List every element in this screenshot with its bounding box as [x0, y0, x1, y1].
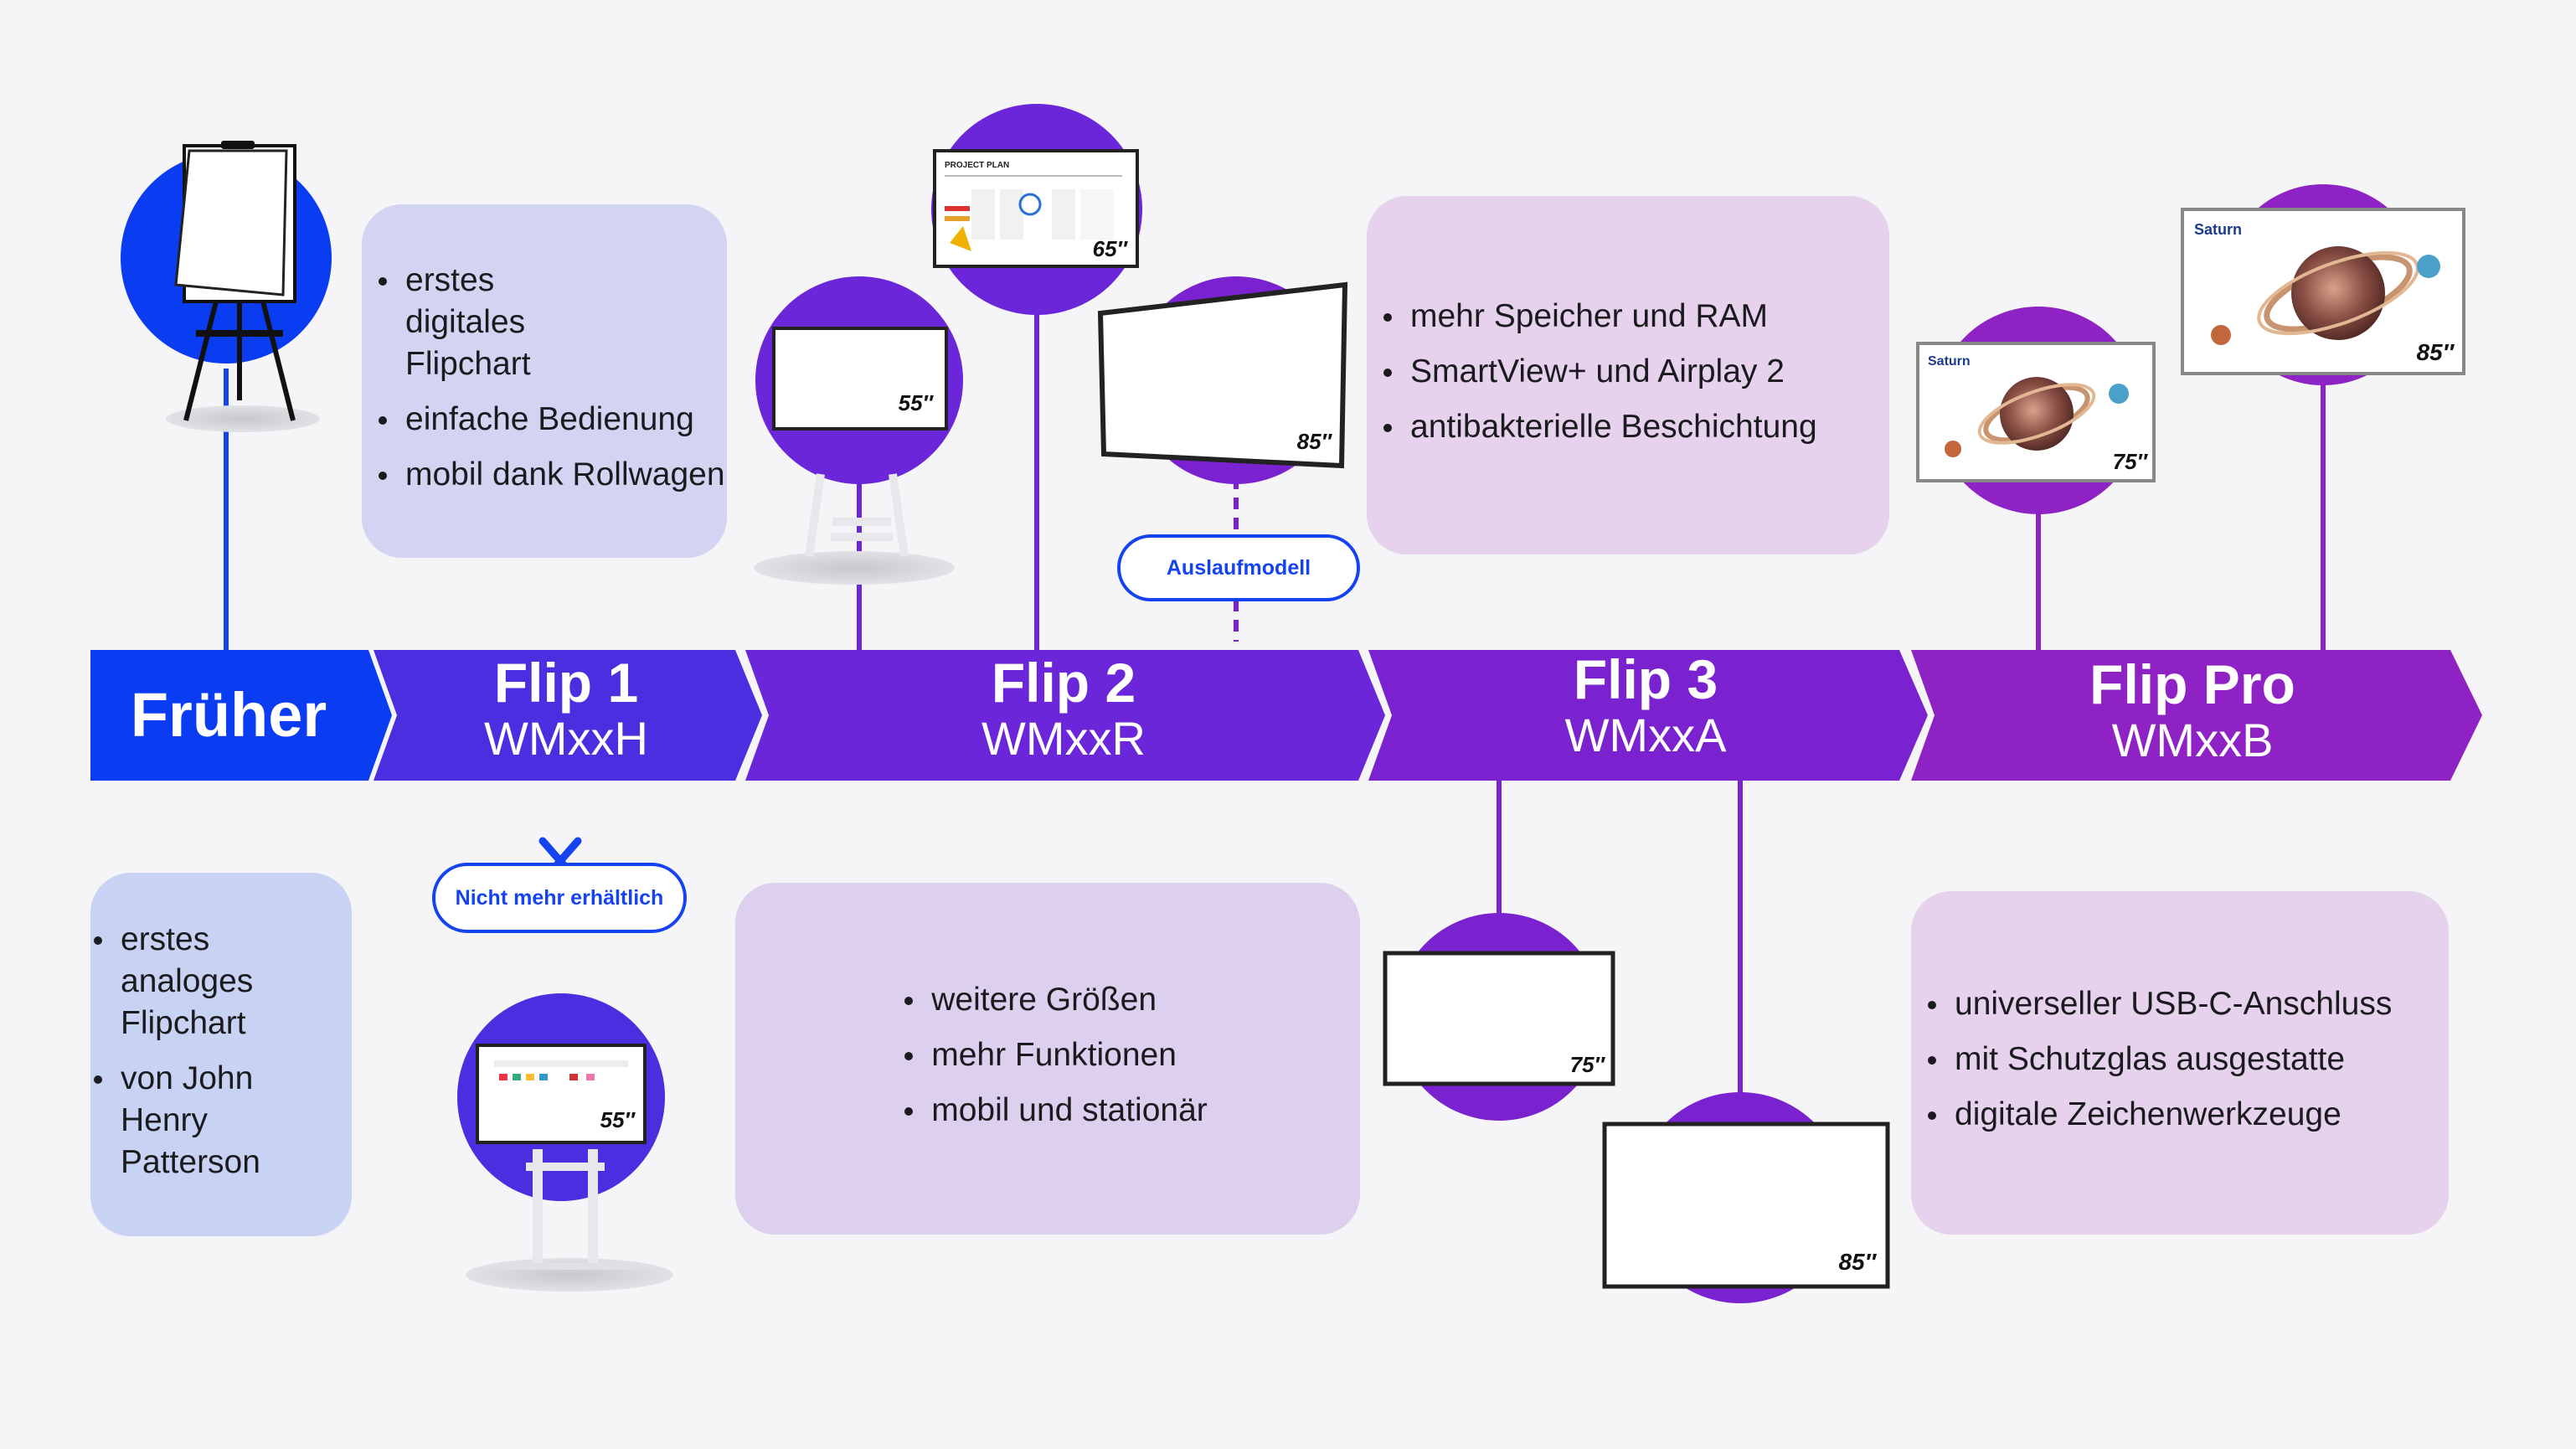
list-item: digitale Zeichenwerkzeuge: [1927, 1094, 2392, 1136]
flip3-display-small: 75″: [1383, 913, 1615, 1121]
flip2-small-size-label: 65″: [1093, 236, 1129, 261]
feature-box-flip3: mehr Speicher und RAM SmartView+ und Air…: [1367, 196, 1889, 554]
flip1-display-bottom: 55″: [457, 993, 673, 1292]
segment-flip2: Flip 2 WMxxR: [769, 653, 1358, 766]
list-item: mobil dank Rollwagen: [379, 454, 725, 496]
list-item: einfache Bedienung: [379, 399, 725, 441]
feature-list-flippro: universeller USB-C-Anschluss mit Schutzg…: [1911, 977, 2392, 1149]
list-item: von John Henry Patterson: [94, 1058, 347, 1183]
display-screen-content: [494, 1060, 628, 1080]
flip1-bottom-size-label: 55″: [600, 1107, 636, 1132]
flippro-display-small: Saturn 75″: [1916, 307, 2156, 514]
stand-icon: [805, 473, 909, 557]
flip2-large-size-label: 85″: [1297, 429, 1333, 454]
segment-flippro-shape: [1911, 650, 2482, 781]
segment-flip1: Flip 1 WMxxH: [397, 653, 735, 766]
flippro-small-size-label: 75″: [2113, 449, 2149, 474]
list-item: mit Schutzglas ausgestatte: [1927, 1039, 2392, 1080]
list-item: universeller USB-C-Anschluss: [1927, 983, 2392, 1025]
segment-flippro-model: WMxxB: [2111, 714, 2274, 766]
display-icon: [1602, 1122, 1890, 1289]
display-icon: [1383, 951, 1615, 1086]
segment-flippro-title: Flip Pro: [2089, 653, 2295, 715]
saturn-image-icon: [2211, 246, 2440, 345]
segment-flip3-model: WMxxA: [1564, 709, 1727, 761]
segment-flip1-shape: [374, 650, 762, 781]
segment-frueher-title: Früher: [130, 680, 327, 750]
segment-flippro: Flip Pro WMxxB: [1935, 655, 2450, 767]
list-item: antibakterielle Beschichtung: [1383, 406, 1817, 448]
feature-box-flippro: universeller USB-C-Anschluss mit Schutzg…: [1911, 891, 2449, 1235]
flip3-display-large: 85″: [1602, 1092, 1890, 1303]
list-item: SmartView+ und Airplay 2: [1383, 351, 1817, 393]
timeline-band: [90, 650, 2482, 781]
flippro-large-screen-title: Saturn: [2194, 221, 2242, 238]
feature-box-frueher: erstes analoges Flipchart von John Henry…: [90, 873, 352, 1236]
segment-flip2-shape: [745, 650, 1385, 781]
list-item: erstes analoges Flipchart: [94, 919, 347, 1044]
flip3-large-size-label: 85″: [1838, 1249, 1877, 1275]
flip2-display-large: 85″: [1097, 276, 1348, 484]
display-icon: [772, 327, 948, 431]
connector-lines: [224, 310, 2326, 1106]
feature-list-flip2: weitere Größen mehr Funktionen mobil und…: [888, 972, 1208, 1145]
segment-flip3: Flip 3 WMxxA: [1392, 650, 1899, 762]
segment-flip3-shape: [1368, 650, 1928, 781]
segment-flip1-title: Flip 1: [493, 652, 639, 714]
flippro-large-size-label: 85″: [2416, 339, 2455, 365]
phase-out-badge-label: Auslaufmodell: [1166, 555, 1311, 580]
project-plan-title: PROJECT PLAN: [945, 161, 1009, 170]
segment-flip1-model: WMxxH: [484, 712, 648, 765]
flip1-top-size-label: 55″: [899, 390, 935, 415]
flip1-display-top: 55″: [754, 276, 963, 585]
list-item: mehr Speicher und RAM: [1383, 296, 1817, 338]
segment-flip2-model: WMxxR: [981, 712, 1146, 765]
discontinued-badge: Nicht mehr erhältlich: [432, 863, 687, 933]
display-icon: [1097, 281, 1348, 469]
project-plan-content: [945, 175, 1122, 251]
list-item: erstes digitales Flipchart: [379, 260, 623, 385]
feature-list-frueher: erstes analoges Flipchart von John Henry…: [90, 912, 347, 1197]
segment-flip3-title: Flip 3: [1573, 648, 1718, 710]
segment-frueher: Früher: [90, 650, 367, 781]
segment-frueher-shape: [90, 650, 392, 781]
list-item: weitere Größen: [904, 979, 1208, 1021]
list-item: mobil und stationär: [904, 1090, 1208, 1132]
flipchart-icon: [121, 141, 332, 432]
list-item: mehr Funktionen: [904, 1034, 1208, 1076]
feature-box-flip2: weitere Größen mehr Funktionen mobil und…: [735, 883, 1360, 1235]
feature-list-flip1: erstes digitales Flipchart einfache Bedi…: [362, 253, 725, 509]
flip2-display-small: PROJECT PLAN 65″: [931, 104, 1142, 315]
saturn-image-icon: [1945, 377, 2129, 457]
flippro-small-screen-title: Saturn: [1928, 354, 1971, 369]
stand-icon: [502, 1149, 636, 1270]
discontinued-badge-label: Nicht mehr erhältlich: [455, 885, 664, 910]
feature-list-flip3: mehr Speicher und RAM SmartView+ und Air…: [1367, 289, 1817, 462]
phase-out-badge: Auslaufmodell: [1117, 534, 1360, 601]
flip3-small-size-label: 75″: [1570, 1052, 1606, 1077]
feature-box-flip1: erstes digitales Flipchart einfache Bedi…: [362, 204, 727, 558]
segment-flip2-title: Flip 2: [991, 652, 1136, 714]
flippro-display-large: Saturn 85″: [2181, 184, 2465, 385]
